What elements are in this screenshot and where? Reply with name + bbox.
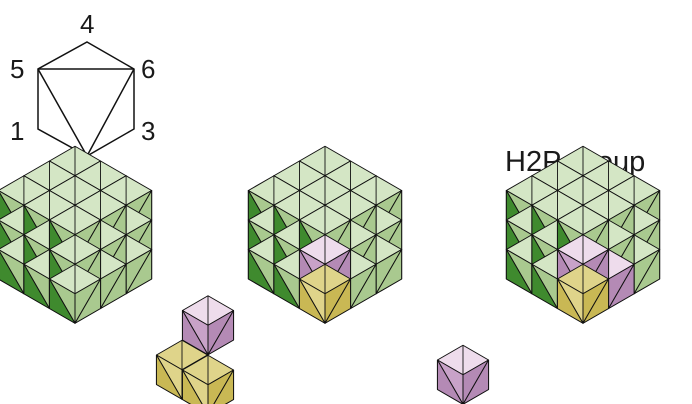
vertex-label-5: 5 xyxy=(10,54,24,84)
structures-layer xyxy=(0,146,660,404)
hexagon-outline xyxy=(38,42,134,156)
vertex-label-1: 1 xyxy=(10,116,24,146)
structure-1 xyxy=(0,146,234,404)
vertex-label-3: 3 xyxy=(141,116,155,146)
vertex-label-4: 4 xyxy=(80,9,94,39)
structure-2 xyxy=(248,146,488,404)
vertex-label-6: 6 xyxy=(141,54,155,84)
structure-2-loose-pink xyxy=(437,345,488,404)
